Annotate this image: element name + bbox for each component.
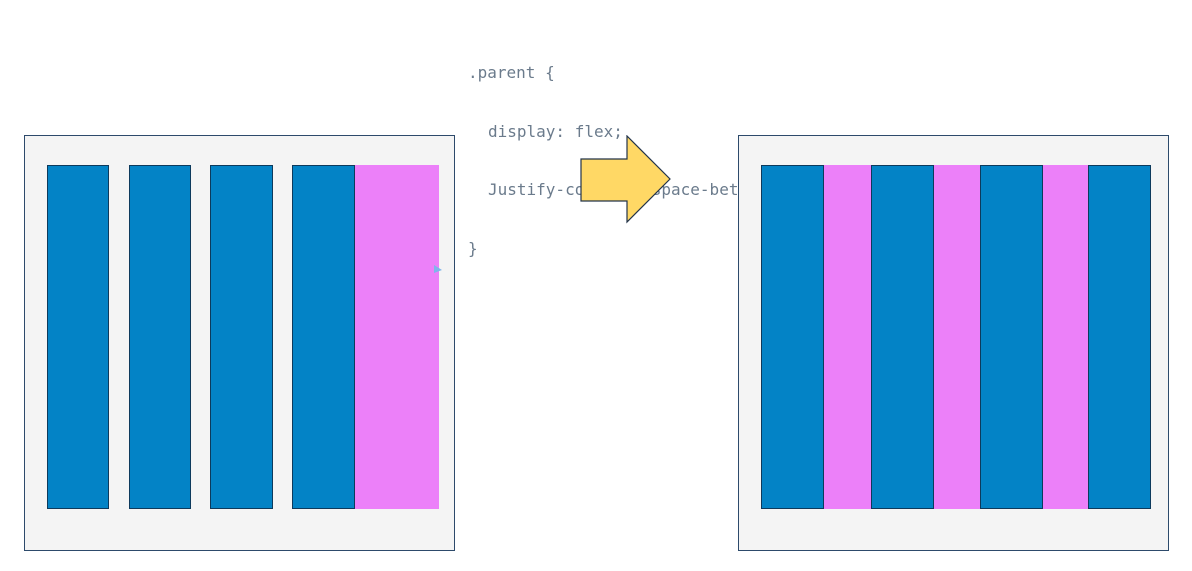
space-between-gap-1	[824, 165, 871, 509]
flex-item-2	[871, 165, 934, 509]
parent-container-after	[738, 135, 1169, 551]
space-between-gap-2	[934, 165, 981, 509]
space-between-gap-3	[1043, 165, 1089, 509]
pointer-icon	[434, 265, 442, 273]
free-space-area	[355, 165, 439, 509]
flex-item-2	[129, 165, 191, 509]
flex-item-4	[1088, 165, 1151, 509]
flex-item-4	[292, 165, 355, 509]
code-line-closing-brace: }	[468, 238, 478, 258]
flex-item-3	[980, 165, 1043, 509]
flex-item-3	[210, 165, 273, 509]
flex-item-1	[761, 165, 824, 509]
code-line-selector: .parent {	[468, 63, 555, 82]
code-line-display: display: flex;	[488, 121, 623, 141]
right-arrow-icon	[580, 135, 671, 224]
parent-container-before	[24, 135, 455, 551]
flex-item-1	[47, 165, 109, 509]
